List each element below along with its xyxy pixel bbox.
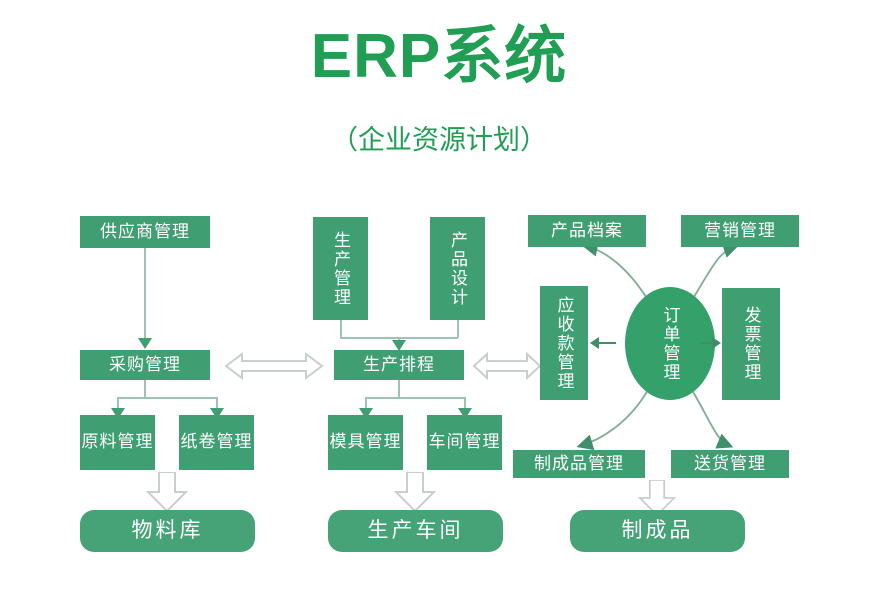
node-production-management[interactable]: 生产管理 <box>313 217 368 320</box>
node-mold-management[interactable]: 模具管理 <box>328 415 403 470</box>
node-label: 产品档案 <box>551 221 623 241</box>
node-material-warehouse[interactable]: 物料库 <box>80 510 255 552</box>
node-label: 原料管理 <box>81 432 154 452</box>
node-delivery-management[interactable]: 送货管理 <box>671 450 789 478</box>
node-label: 发票管理 <box>741 306 761 382</box>
node-label: 供应商管理 <box>100 222 190 242</box>
arrowhead-invoice <box>712 337 721 349</box>
node-supplier-management[interactable]: 供应商管理 <box>80 216 210 248</box>
node-product-design[interactable]: 产品设计 <box>430 217 485 320</box>
node-label: 生产管理 <box>331 230 351 307</box>
page-title: ERP系统 <box>310 22 568 91</box>
arrowhead-mold-management <box>359 408 373 419</box>
connector-to-paper-roll <box>216 397 218 411</box>
connector-order-to-receivables <box>599 342 616 344</box>
hollow-double-arrow-purchase-scheduling <box>224 352 324 380</box>
connector-scheduling-bus <box>365 397 465 399</box>
connector-to-mold <box>365 397 367 411</box>
connector-to-workshop <box>464 397 466 411</box>
page-subtitle: （企业资源计划） <box>331 125 547 155</box>
node-finished-goods-management[interactable]: 制成品管理 <box>513 450 645 478</box>
node-label: 采购管理 <box>109 355 181 375</box>
arrowhead-workshop-management <box>458 408 472 419</box>
node-label: 应收款管理 <box>554 295 574 391</box>
arrowhead-purchase <box>138 338 152 349</box>
node-marketing-management[interactable]: 营销管理 <box>681 215 799 247</box>
arrowhead-raw-material <box>111 408 125 419</box>
arrowhead-receivables <box>590 337 599 349</box>
connector-scheduling-stem <box>398 380 400 398</box>
connector-order-to-invoice-seg <box>700 342 714 344</box>
node-label: 车间管理 <box>428 432 501 452</box>
node-label: 纸卷管理 <box>180 432 253 452</box>
node-label: 制成品 <box>621 519 694 543</box>
node-label: 送货管理 <box>694 454 766 474</box>
node-label: 生产车间 <box>367 519 464 543</box>
node-label: 营销管理 <box>704 221 776 241</box>
node-label: 订单管理 <box>660 305 680 382</box>
node-raw-material-management[interactable]: 原料管理 <box>80 415 155 470</box>
connector-production-mgmt-down <box>340 320 342 338</box>
node-workshop-management[interactable]: 车间管理 <box>427 415 502 470</box>
node-paper-roll-management[interactable]: 纸卷管理 <box>179 415 254 470</box>
node-label: 模具管理 <box>329 432 402 452</box>
hollow-arrow-to-finished-goods <box>637 480 677 516</box>
hollow-arrow-to-material-warehouse <box>146 472 188 512</box>
hollow-arrow-to-production-workshop <box>394 472 436 512</box>
arrowhead-paper-roll <box>210 408 224 419</box>
connector-purchase-stem <box>144 380 146 398</box>
node-invoice-management[interactable]: 发票管理 <box>722 288 780 400</box>
node-label: 产品设计 <box>448 230 468 307</box>
node-product-archive[interactable]: 产品档案 <box>528 215 646 247</box>
node-production-workshop[interactable]: 生产车间 <box>328 510 503 552</box>
node-receivables-management[interactable]: 应收款管理 <box>540 286 588 400</box>
connector-to-raw-material <box>117 397 119 411</box>
node-production-scheduling[interactable]: 生产排程 <box>334 350 464 380</box>
node-finished-goods[interactable]: 制成品 <box>570 510 745 552</box>
node-label: 生产排程 <box>363 355 435 375</box>
node-purchase-management[interactable]: 采购管理 <box>80 350 210 380</box>
arrowhead-production-scheduling <box>392 340 406 351</box>
node-label: 物料库 <box>131 519 204 543</box>
node-label: 制成品管理 <box>534 454 624 474</box>
connector-purchase-bus <box>117 397 217 399</box>
hollow-double-arrow-scheduling-receivables <box>472 352 542 380</box>
connector-product-design-down <box>457 320 459 338</box>
connector-supplier-to-purchase <box>144 248 146 340</box>
